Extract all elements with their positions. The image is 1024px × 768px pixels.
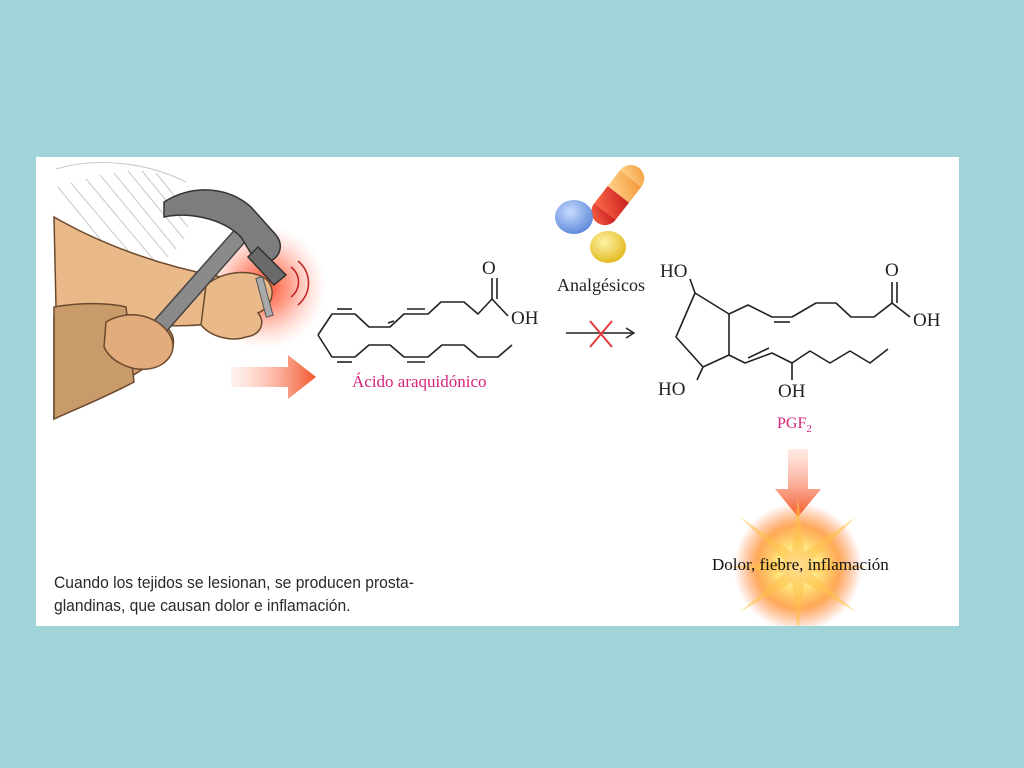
pgf-hydroxyl-label: OH bbox=[913, 310, 941, 331]
pgf-ho-bottom-label: HO bbox=[658, 379, 686, 400]
caption-line-1: Cuando los tejidos se lesionan, se produ… bbox=[54, 573, 414, 592]
arachidonic-acid-label: Ácido araquidónico bbox=[352, 372, 487, 391]
pill-yellow-icon bbox=[590, 231, 626, 263]
down-arrow-icon bbox=[775, 449, 821, 517]
blocked-arrow-icon bbox=[566, 320, 636, 348]
analgesics-label: Analgésicos bbox=[557, 275, 645, 295]
pgf-oh-side-label: OH bbox=[778, 381, 806, 402]
pill-blue-icon bbox=[555, 200, 593, 234]
pgf2-label-subscript: 2 bbox=[806, 423, 812, 436]
aa-hydroxyl-label: OH bbox=[511, 308, 539, 329]
arachidonic-acid-structure bbox=[317, 278, 513, 363]
figure-graphics bbox=[53, 162, 911, 626]
pgf2-label-main: PGF bbox=[777, 415, 807, 432]
pills-illustration bbox=[555, 165, 645, 263]
caption-line-2: glandinas, que causan dolor e inflamació… bbox=[54, 596, 351, 615]
aa-oxygen-label: O bbox=[482, 258, 496, 279]
pill-capsule-icon bbox=[591, 165, 645, 226]
figure-caption: Cuando los tejidos se lesionan, se produ… bbox=[54, 571, 440, 617]
pgf-ho-top-label: HO bbox=[660, 261, 688, 282]
outcome-label: Dolor, fiebre, inflamación bbox=[712, 555, 889, 574]
right-arrow-icon bbox=[231, 355, 316, 399]
burst-icon bbox=[728, 497, 868, 626]
pgf-oxygen-label: O bbox=[885, 260, 899, 281]
figure-panel: O OH Ácido araquidónico Analgésicos HO H… bbox=[36, 157, 959, 626]
pgf2-label: PGF2 bbox=[777, 415, 812, 435]
pgf2-structure bbox=[675, 278, 911, 381]
hammer-hand-illustration bbox=[53, 162, 326, 421]
